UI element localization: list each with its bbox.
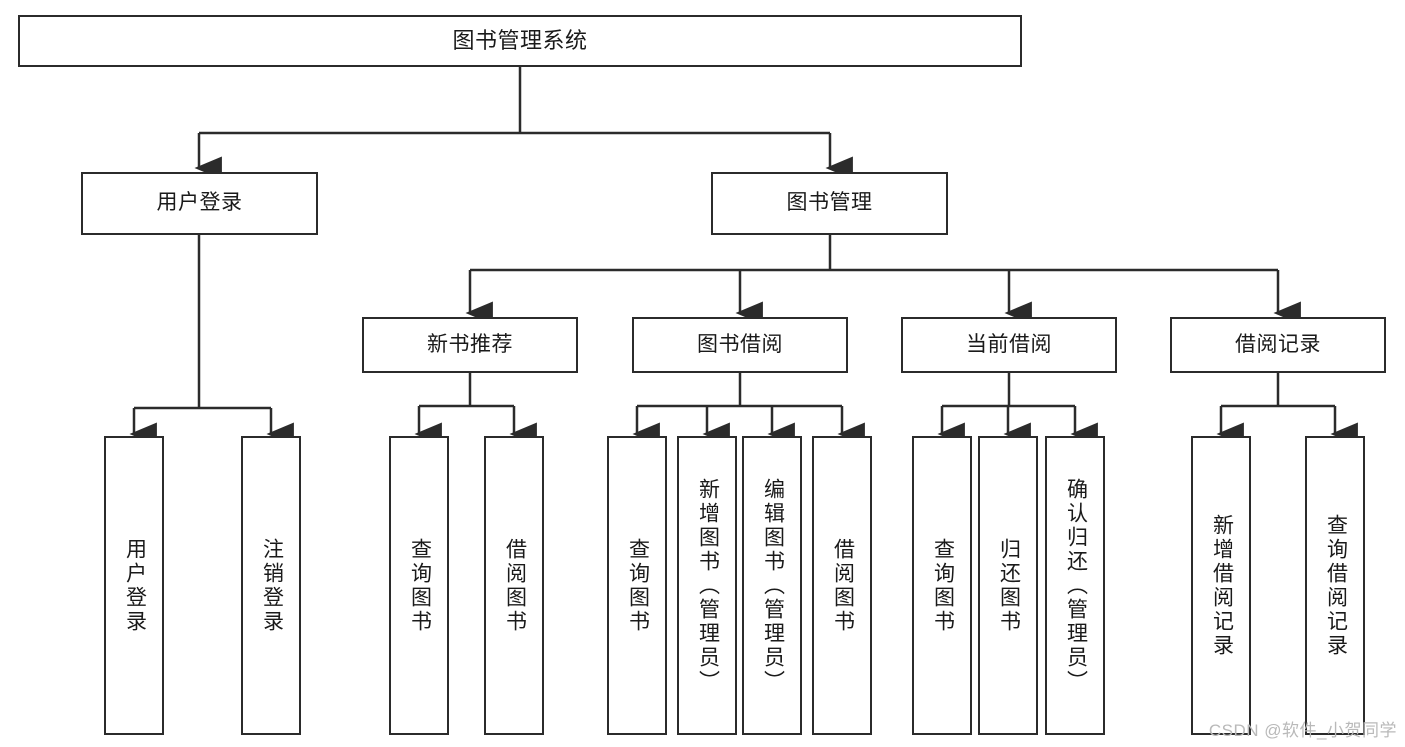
node-label: 图书管理 [786, 191, 873, 215]
node-label: 用户登录 [156, 191, 243, 215]
node-book-management[interactable]: 图书管理 [711, 172, 948, 235]
node-label: 注销登录 [260, 537, 284, 634]
node-label: 查询图书 [931, 537, 955, 634]
node-label: 归还图书 [997, 537, 1021, 634]
leaf-new-book-borrow[interactable]: 借阅图书 [484, 436, 544, 735]
leaf-current-borrow-query[interactable]: 查询图书 [912, 436, 972, 735]
node-borrow-record[interactable]: 借阅记录 [1170, 317, 1386, 373]
node-label: 查询借阅记录 [1324, 513, 1348, 658]
node-label: 借阅图书 [831, 537, 855, 634]
node-label: 确认归还（管理员） [1064, 477, 1088, 694]
node-label: 当前借阅 [966, 332, 1052, 356]
leaf-user-login-logout[interactable]: 注销登录 [241, 436, 301, 735]
leaf-current-borrow-return[interactable]: 归还图书 [978, 436, 1038, 735]
node-label: 新增图书（管理员） [696, 477, 720, 694]
node-label: 借阅记录 [1235, 332, 1321, 356]
node-current-borrow[interactable]: 当前借阅 [901, 317, 1117, 373]
node-label: 编辑图书（管理员） [761, 477, 785, 694]
leaf-book-borrow-edit-admin[interactable]: 编辑图书（管理员） [742, 436, 802, 735]
node-book-borrow[interactable]: 图书借阅 [632, 317, 848, 373]
leaf-new-book-query[interactable]: 查询图书 [389, 436, 449, 735]
node-label: 查询图书 [408, 537, 432, 634]
node-label: 新增借阅记录 [1210, 513, 1234, 658]
leaf-borrow-record-add[interactable]: 新增借阅记录 [1191, 436, 1251, 735]
node-label: 图书借阅 [697, 332, 783, 356]
node-label: 查询图书 [626, 537, 650, 634]
watermark-text: CSDN @软件_小贺同学 [1208, 721, 1397, 740]
leaf-book-borrow-query[interactable]: 查询图书 [607, 436, 667, 735]
node-root-book-management-system[interactable]: 图书管理系统 [18, 15, 1022, 67]
node-label: 借阅图书 [503, 537, 527, 634]
node-user-login[interactable]: 用户登录 [81, 172, 318, 235]
leaf-current-borrow-confirm-return-admin[interactable]: 确认归还（管理员） [1045, 436, 1105, 735]
node-label: 图书管理系统 [452, 28, 588, 54]
node-new-book-recommend[interactable]: 新书推荐 [362, 317, 578, 373]
leaf-borrow-record-query[interactable]: 查询借阅记录 [1305, 436, 1365, 735]
node-label: 新书推荐 [427, 332, 513, 356]
leaf-user-login-login[interactable]: 用户登录 [104, 436, 164, 735]
node-label: 用户登录 [123, 537, 147, 634]
leaf-book-borrow-borrow[interactable]: 借阅图书 [812, 436, 872, 735]
leaf-book-borrow-add-admin[interactable]: 新增图书（管理员） [677, 436, 737, 735]
